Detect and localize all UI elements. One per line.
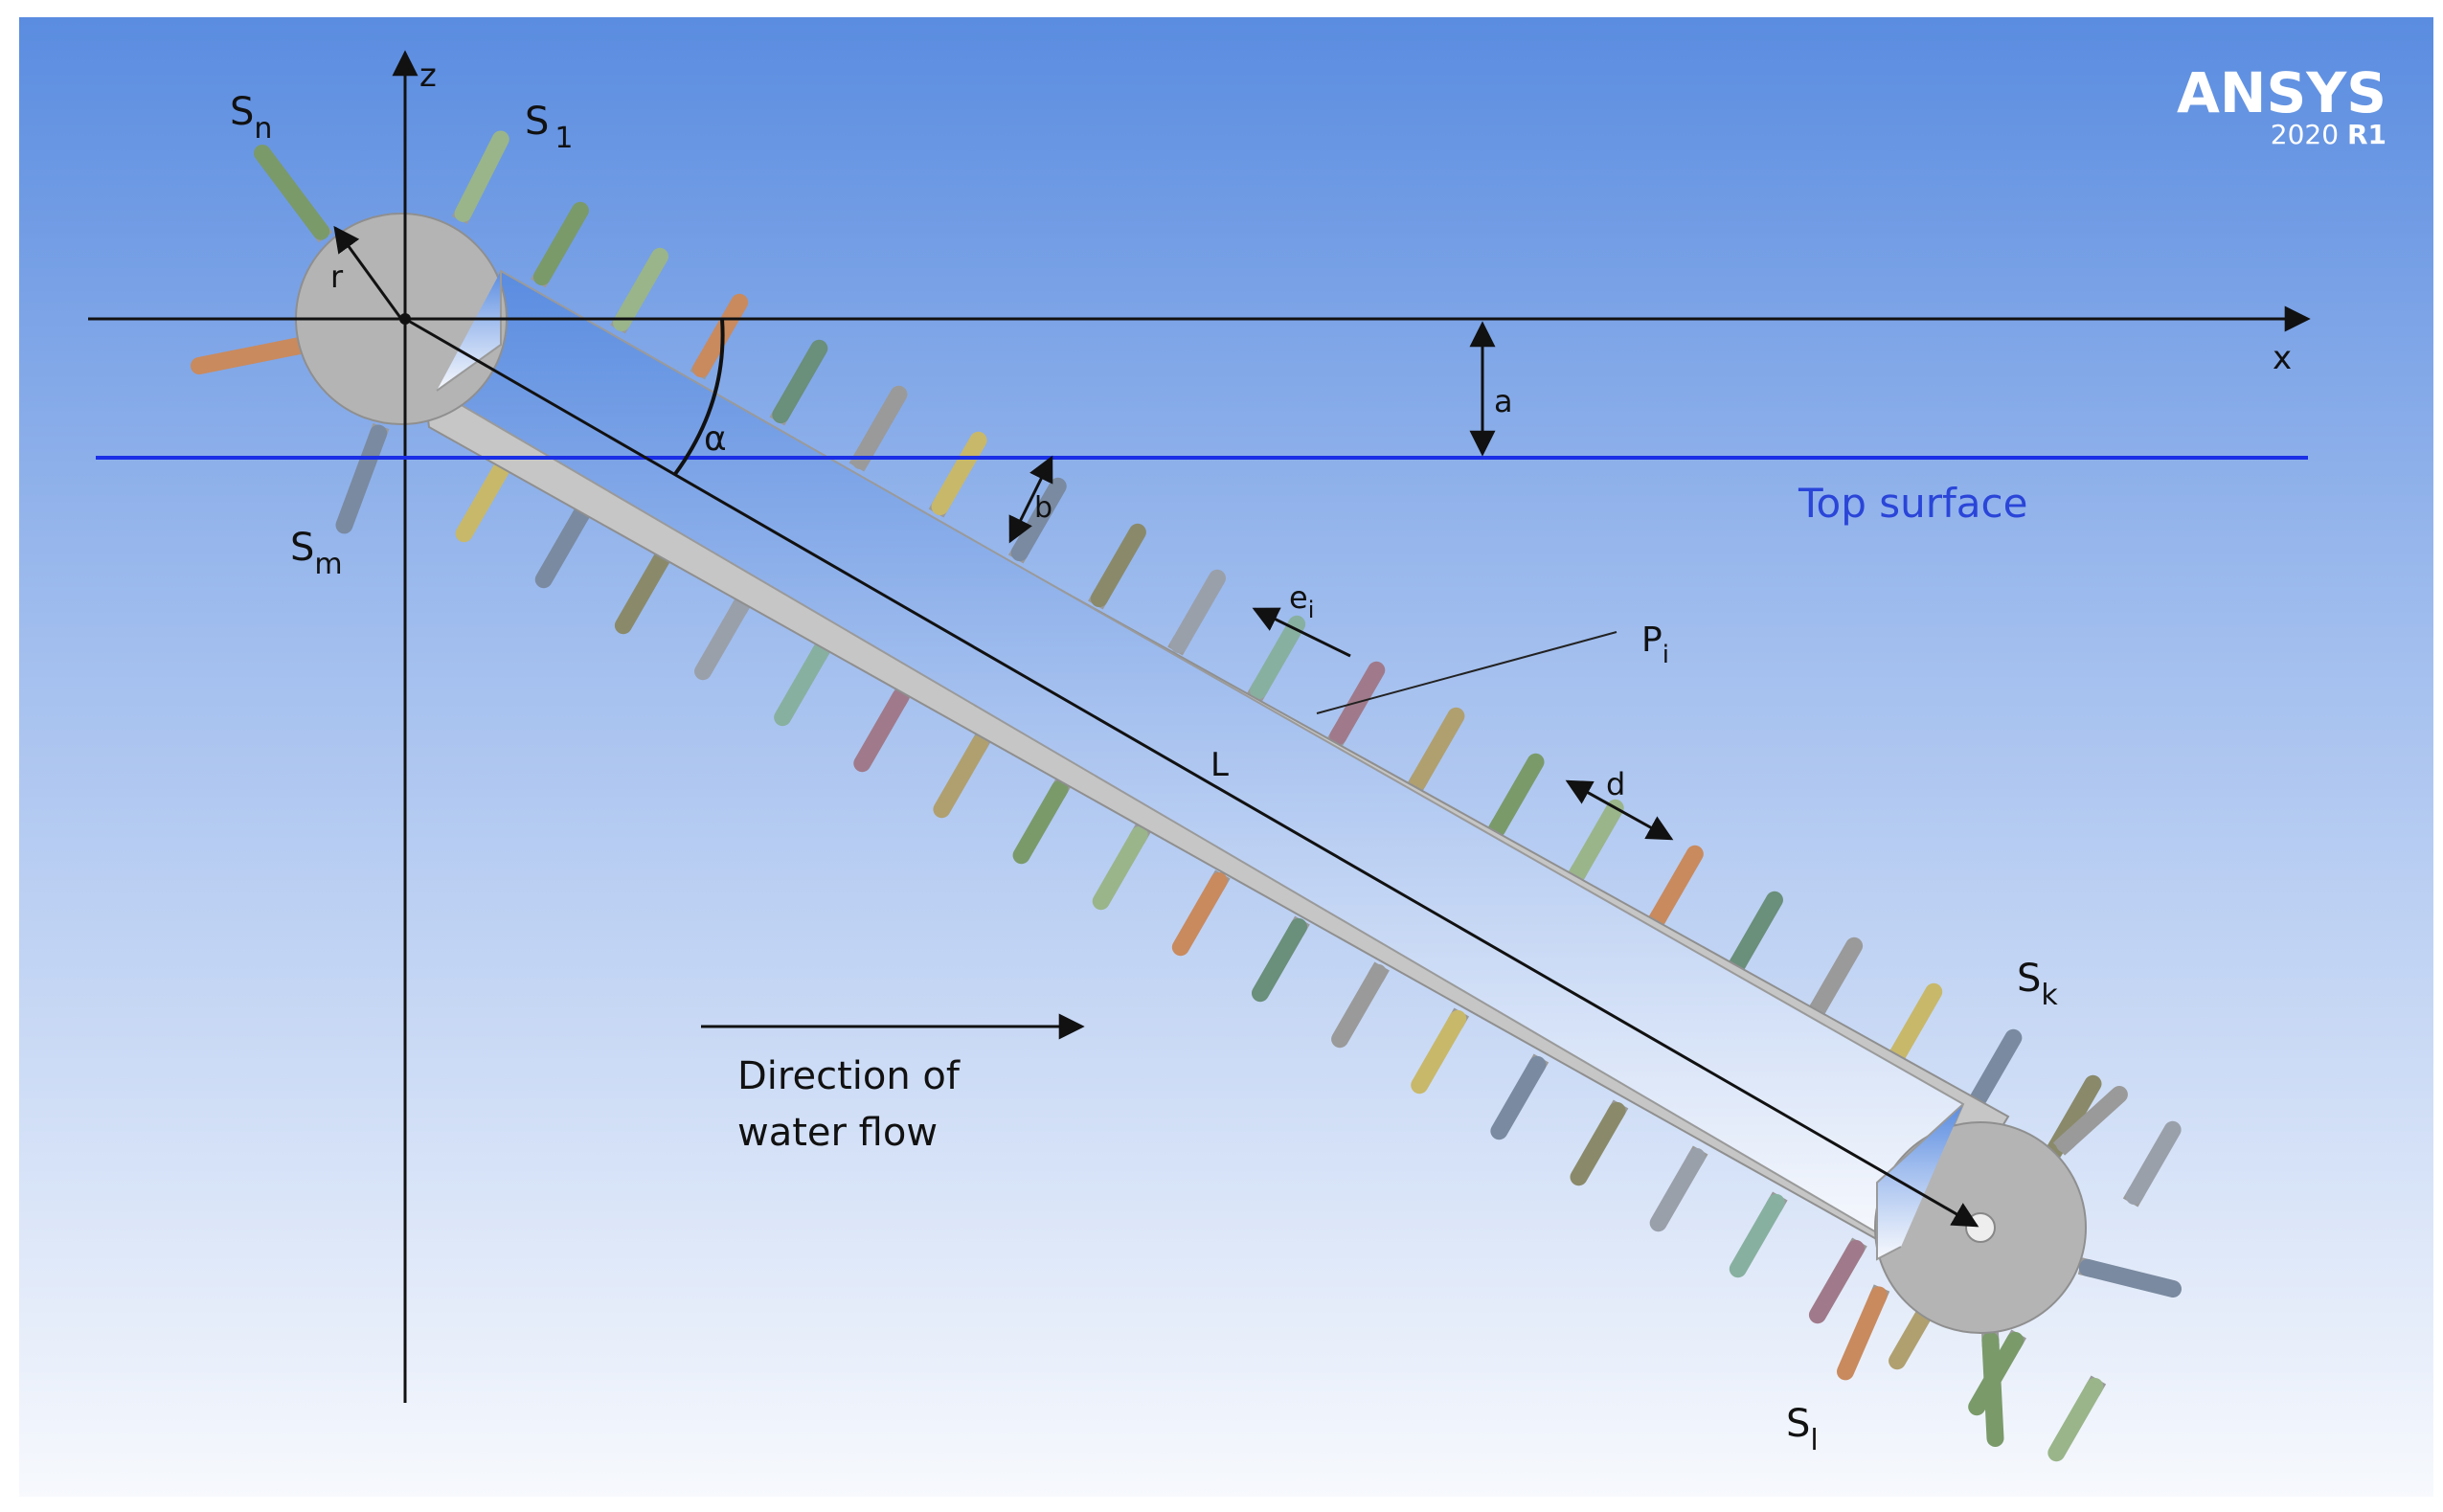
direction-e-i-label: ei: [1289, 579, 1314, 623]
direction-e-i: [1252, 607, 1351, 658]
paddle-lower: [1570, 1101, 1626, 1186]
paddle-upper: [1887, 982, 1943, 1068]
point-P-i-label: Pi: [1641, 621, 1669, 669]
paddle-upper: [1488, 753, 1545, 838]
paddle-lower: [1411, 1009, 1467, 1095]
dimension-b: [1008, 455, 1053, 544]
ansys-logo: ANSYS 2020 R1: [2177, 60, 2386, 150]
paddle-wheel-left: [191, 337, 305, 374]
length-L-dimension: [404, 317, 1979, 1228]
length-L-label: L: [1210, 746, 1229, 784]
brand-product: ANSYS: [2177, 60, 2386, 125]
dimension-b-label: b: [1034, 491, 1052, 525]
paddle-upper: [532, 201, 589, 286]
paddle-upper: [1090, 523, 1146, 608]
paddle-wheel-right: [2078, 1258, 2182, 1298]
right-axle-ring: [1965, 1212, 1996, 1243]
paddle-lower: [1808, 1239, 1865, 1324]
paddle-lower: [933, 733, 989, 819]
paddle-group: [191, 130, 2182, 1462]
paddle-wheel-right: [2055, 1086, 2128, 1153]
paddle-lower: [1251, 917, 1307, 1003]
paddle-upper: [1727, 891, 1783, 976]
paddle-lower: [853, 688, 910, 773]
paddle-lower: [1012, 779, 1069, 865]
paddle-lower: [455, 458, 511, 543]
paddle-upper: [613, 247, 669, 332]
angle-alpha-label: α: [704, 419, 727, 459]
x-axis-label: x: [2273, 339, 2292, 377]
paddle-lower: [614, 550, 670, 635]
paddle-upper: [772, 339, 828, 424]
paddle-lower: [1649, 1147, 1706, 1232]
paddle-upper: [1966, 1028, 2023, 1114]
paddle-upper: [1807, 937, 1864, 1022]
paddle-lower: [1331, 963, 1388, 1049]
paddle-upper: [1409, 707, 1465, 792]
paddle-upper: [1250, 615, 1306, 700]
paddle-lower: [1729, 1193, 1785, 1278]
paddle-label-s-n: Sn: [230, 90, 272, 146]
wheel-right-slot: [1876, 1103, 1964, 1261]
water-flow-label-line1: Direction of: [737, 1054, 961, 1098]
z-axis-label: z: [419, 56, 437, 95]
paddle-upper: [2125, 1120, 2182, 1206]
paddle-lower: [694, 596, 751, 681]
paddle-lower: [2047, 1377, 2104, 1462]
paddle-upper: [851, 385, 908, 470]
spacing-d-dimension: [1565, 779, 1674, 841]
paddle-wheel-left: [335, 424, 388, 534]
paddle-wheel-right: [1981, 1332, 2004, 1447]
paddle-upper: [692, 293, 749, 378]
paddle-wheel-left: [254, 145, 330, 240]
spacing-d-label: d: [1606, 766, 1625, 802]
paddle-lower: [1092, 825, 1148, 911]
paddle-upper: [1647, 845, 1704, 930]
paddle-label-s-l: Sl: [1786, 1402, 1819, 1457]
brand-version: 2020 R1: [2271, 119, 2386, 150]
depth-a-label: a: [1494, 383, 1513, 419]
angle-alpha-arc: [673, 318, 725, 476]
paddle-label-s-k: Sk: [2017, 957, 2058, 1012]
radius-r-label: r: [330, 259, 344, 295]
paddle-lower: [534, 504, 591, 589]
paddle-upper: [1170, 569, 1227, 654]
paddle-wheel-right: [1837, 1286, 1888, 1381]
paddle-lower: [1171, 871, 1228, 957]
paddle-lower: [774, 642, 830, 727]
paddle-upper: [931, 431, 987, 516]
point-P-i-leader: [1316, 631, 1617, 714]
radius-r-dimension: [333, 225, 403, 320]
paddle-label-s-m: Sm: [290, 526, 343, 581]
wheel-left-slot: [436, 271, 502, 392]
paddle-lower: [1490, 1055, 1547, 1140]
paddle-wheel-left: [454, 130, 509, 222]
top-surface-label: Top surface: [1798, 480, 2027, 527]
conveyor-belt: [295, 213, 2087, 1334]
water-flow-label-line2: water flow: [737, 1111, 938, 1155]
